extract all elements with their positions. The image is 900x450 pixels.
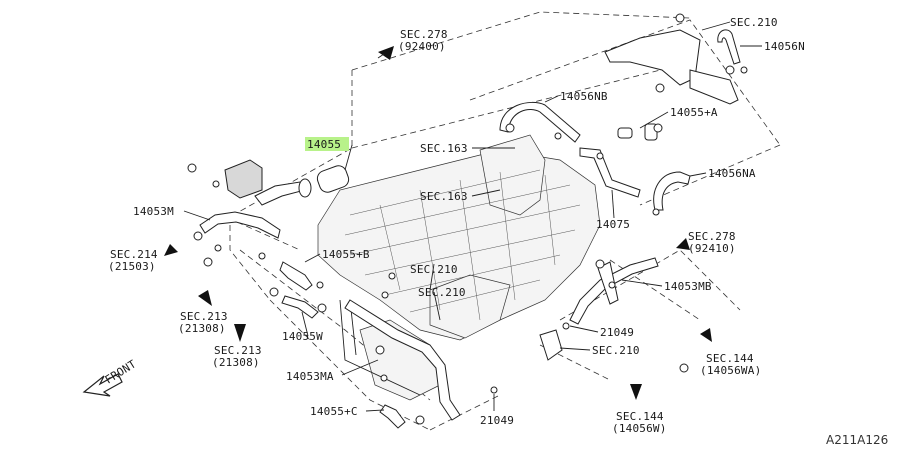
label-sec210-center: SEC.210: [418, 286, 466, 299]
hose-14055w: [281, 295, 319, 319]
label-14055-highlighted: 14055: [307, 138, 341, 151]
label-14056n: 14056N: [764, 40, 805, 53]
pipe-14053ma: [344, 299, 461, 421]
label-14055b: 14055+B: [322, 248, 370, 261]
arrow-icon: [198, 290, 212, 306]
label-14055a: 14055+A: [670, 106, 718, 119]
hose-14056n: [717, 29, 741, 65]
label-14053ma: 14053MA: [286, 370, 334, 383]
label-sec144-bottom: SEC.144: [616, 410, 664, 423]
hose-14056nb: [499, 101, 581, 143]
fasteners: [187, 13, 748, 425]
label-14055w: 14055W: [282, 330, 323, 343]
diagram-id-label: A211A126: [826, 433, 888, 447]
label-sec210-lower: SEC.210: [592, 344, 640, 357]
arrow-icon: [164, 244, 178, 256]
label-14056nb: 14056NB: [560, 90, 608, 103]
label-sec214-code: (21503): [108, 260, 156, 273]
bracket-left: [224, 159, 263, 199]
hose-14055c: [379, 404, 406, 429]
label-21049-bottom: 21049: [480, 414, 514, 427]
clamp-14055a: [617, 127, 633, 139]
engine-block: [317, 134, 601, 401]
arrow-icon: [676, 238, 690, 250]
pipe-14053m: [199, 211, 281, 239]
direction-arrows: [82, 46, 712, 400]
label-14056na: 14056NA: [708, 167, 756, 180]
label-sec213-left: SEC.213: [180, 310, 228, 323]
arrow-icon: [630, 384, 642, 400]
label-14075: 14075: [596, 218, 630, 231]
hose-14055: [316, 165, 350, 193]
label-sec213-left-code: (21308): [178, 322, 226, 335]
label-14055c: 14055+C: [310, 405, 358, 418]
label-14053m: 14053M: [133, 205, 174, 218]
hose-parts: [199, 29, 741, 429]
label-sec213-bottom-code: (21308): [212, 356, 260, 369]
label-sec278-right-code: (92410): [688, 242, 736, 255]
part-highlight: [305, 137, 349, 151]
front-arrow-icon: [82, 373, 123, 397]
arrow-icon: [378, 46, 394, 60]
label-sec210-mid: SEC.210: [410, 263, 458, 276]
arrow-icon: [234, 324, 246, 342]
bracket-top: [604, 29, 701, 86]
pipe-14075: [579, 147, 641, 198]
label-sec144-bottom-code: (14056W): [612, 422, 667, 435]
label-sec278-top-code: (92400): [398, 40, 446, 53]
label-sec163-a: SEC.163: [420, 142, 468, 155]
label-sec213-bottom: SEC.213: [214, 344, 262, 357]
label-sec214: SEC.214: [110, 248, 158, 261]
pipe-14053mb: [569, 257, 659, 325]
label-sec278-right: SEC.278: [688, 230, 736, 243]
arrow-icon: [700, 328, 712, 342]
label-14053mb: 14053MB: [664, 280, 712, 293]
callout-labels: SEC.278 (92400) SEC.210 14056N 14056NB 1…: [103, 16, 889, 447]
label-sec144-right: SEC.144: [706, 352, 754, 365]
hose-14055b: [279, 261, 313, 291]
hose-14056na: [653, 171, 691, 211]
label-sec163-b: SEC.163: [420, 190, 468, 203]
label-sec210-topright: SEC.210: [730, 16, 778, 29]
label-sec278-top: SEC.278: [400, 28, 448, 41]
leader-lines: [183, 21, 762, 412]
label-21049-mid: 21049: [600, 326, 634, 339]
bracket-lower: [539, 329, 563, 361]
label-sec144-right-code: (14056WA): [700, 364, 761, 377]
